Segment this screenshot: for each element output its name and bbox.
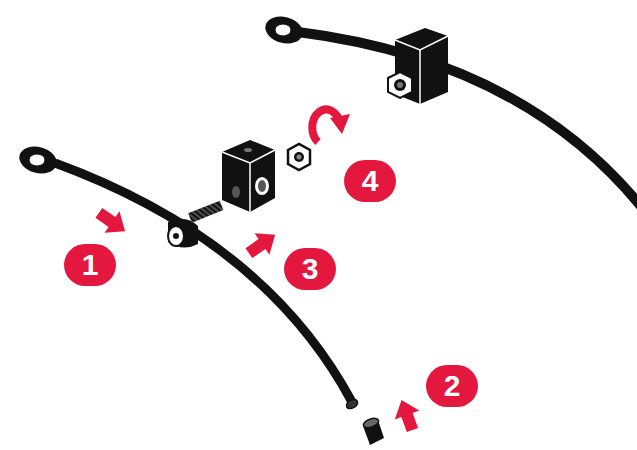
rotate-arrow [312,109,350,142]
assembled-cable [262,13,637,205]
direction-arrows [91,202,424,434]
callout-number: 4 [344,160,396,202]
clamp-block [222,140,275,212]
nut [288,144,310,170]
exploded-cable [16,143,359,411]
callout-number: 1 [64,244,116,286]
callout-number: 2 [426,365,478,407]
callout-number: 3 [284,248,336,290]
ferrule [362,417,384,445]
